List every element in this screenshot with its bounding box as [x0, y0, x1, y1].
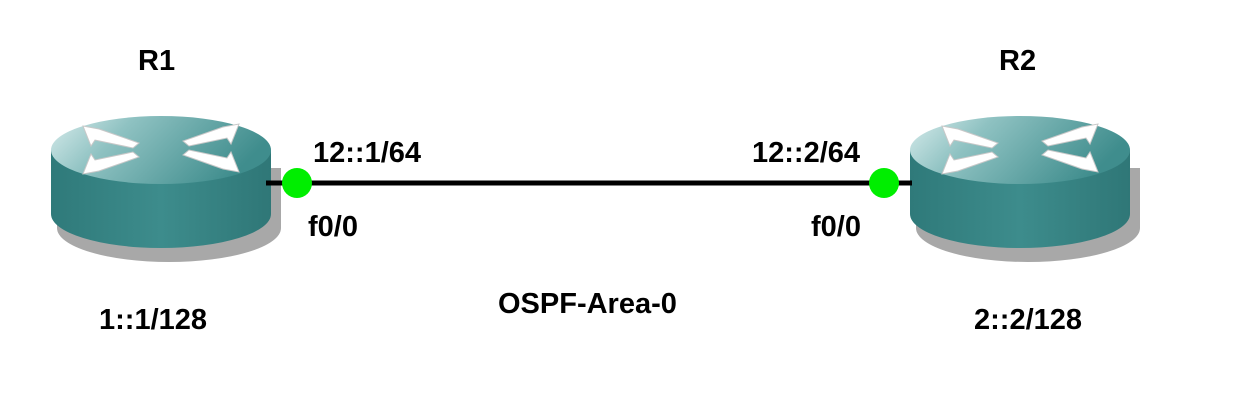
r1-interface-label: f0/0 — [308, 211, 358, 243]
r2-endpoint-dot — [869, 168, 899, 198]
r1-loopback-address: 1::1/128 — [99, 304, 208, 336]
r2-link-address: 12::2/64 — [752, 137, 861, 169]
router-r2-icon[interactable] — [909, 115, 1141, 263]
r2-interface-label: f0/0 — [811, 211, 861, 243]
router-r1-label: R1 — [138, 45, 176, 77]
router-r2-label: R2 — [999, 45, 1037, 77]
router-r1-icon[interactable] — [50, 115, 282, 263]
ospf-area-label: OSPF-Area-0 — [498, 288, 677, 320]
r1-endpoint-dot — [282, 168, 312, 198]
r2-loopback-address: 2::2/128 — [974, 304, 1083, 336]
r1-link-address: 12::1/64 — [313, 137, 422, 169]
